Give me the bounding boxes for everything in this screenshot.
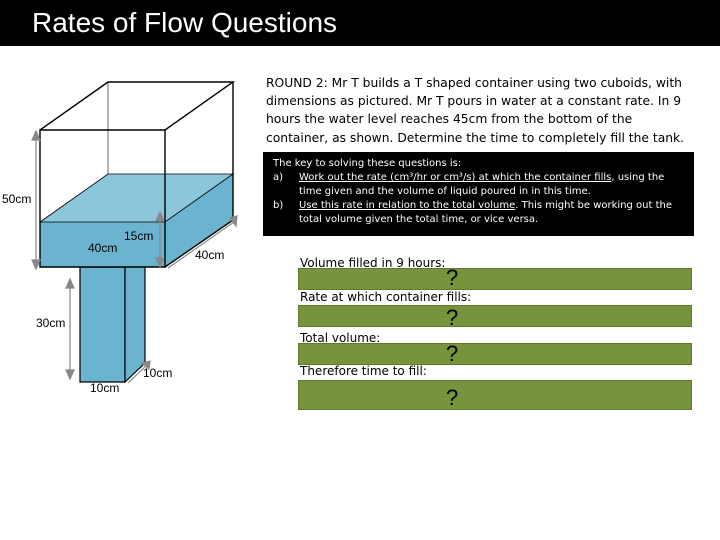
dim-label-40cm-right: 40cm xyxy=(195,248,224,262)
answer-box-total-volume[interactable] xyxy=(298,343,692,365)
answer-box-rate[interactable] xyxy=(298,305,692,327)
hint-text-b: Use this rate in relation to the total v… xyxy=(299,199,688,227)
hint-item-a: a) Work out the rate (cm³/hr or cm³/s) a… xyxy=(273,171,688,199)
dim-label-50cm: 50cm xyxy=(2,192,31,206)
water-side xyxy=(165,174,233,267)
hint-a-underlined: Work out the rate (cm³/hr or cm³/s) at w… xyxy=(299,172,612,183)
title-bar: Rates of Flow Questions xyxy=(0,0,720,46)
dim-arrow-10cm-depth xyxy=(140,360,151,371)
dim-label-40cm-left: 40cm xyxy=(88,241,117,255)
lower-cuboid-front xyxy=(79,266,126,383)
water-front xyxy=(40,222,165,267)
hint-b-underlined: Use this rate in relation to the total v… xyxy=(299,200,516,211)
dim-label-10cm-width: 10cm xyxy=(90,381,119,395)
question-text: ROUND 2: Mr T builds a T shaped containe… xyxy=(266,76,685,145)
hint-box: The key to solving these questions is: a… xyxy=(263,152,694,236)
dim-arrow-30cm-bottom xyxy=(65,369,75,381)
dim-arrow-50cm-bottom xyxy=(31,259,41,271)
answer-label-total-volume: Total volume: xyxy=(300,331,381,345)
dim-line-40cm-right xyxy=(167,221,235,269)
dim-arrow-15cm-top xyxy=(155,210,165,222)
upper-cuboid-top xyxy=(39,81,236,131)
hint-intro: The key to solving these questions is: xyxy=(273,158,462,169)
slide-title: Rates of Flow Questions xyxy=(32,7,338,38)
dim-arrow-40cm-right xyxy=(228,215,238,228)
answer-box-time[interactable] xyxy=(298,380,692,410)
dim-label-30cm: 30cm xyxy=(36,316,65,330)
hint-mark-b: b) xyxy=(273,200,284,211)
lower-cuboid-side xyxy=(124,248,146,384)
hint-b-rest: . This might be working out the total vo… xyxy=(299,200,673,225)
answer-value-rate: ? xyxy=(446,305,459,330)
answer-value-volume: ? xyxy=(446,265,459,290)
answer-label-volume: Volume filled in 9 hours: xyxy=(300,256,446,270)
dim-arrow-50cm-top xyxy=(31,129,41,141)
dim-label-10cm-depth: 10cm xyxy=(143,366,172,380)
hint-text-a: Work out the rate (cm³/hr or cm³/s) at w… xyxy=(299,171,688,199)
answer-label-time: Therefore time to fill: xyxy=(300,364,427,378)
dim-label-15cm: 15cm xyxy=(124,229,153,243)
dim-arrow-30cm-top xyxy=(65,277,75,289)
dim-arrow-15cm-bottom xyxy=(155,257,165,269)
answer-value-total-volume: ? xyxy=(446,341,459,366)
answer-box-volume[interactable] xyxy=(298,268,692,290)
hint-item-b: b) Use this rate in relation to the tota… xyxy=(273,199,688,227)
hint-a-rest: , using the time given and the volume of… xyxy=(299,172,665,197)
dim-line-10cm-depth xyxy=(127,365,147,384)
answer-value-time: ? xyxy=(446,385,459,410)
hint-mark-a: a) xyxy=(273,172,284,183)
answer-label-rate: Rate at which container fills: xyxy=(300,290,472,304)
